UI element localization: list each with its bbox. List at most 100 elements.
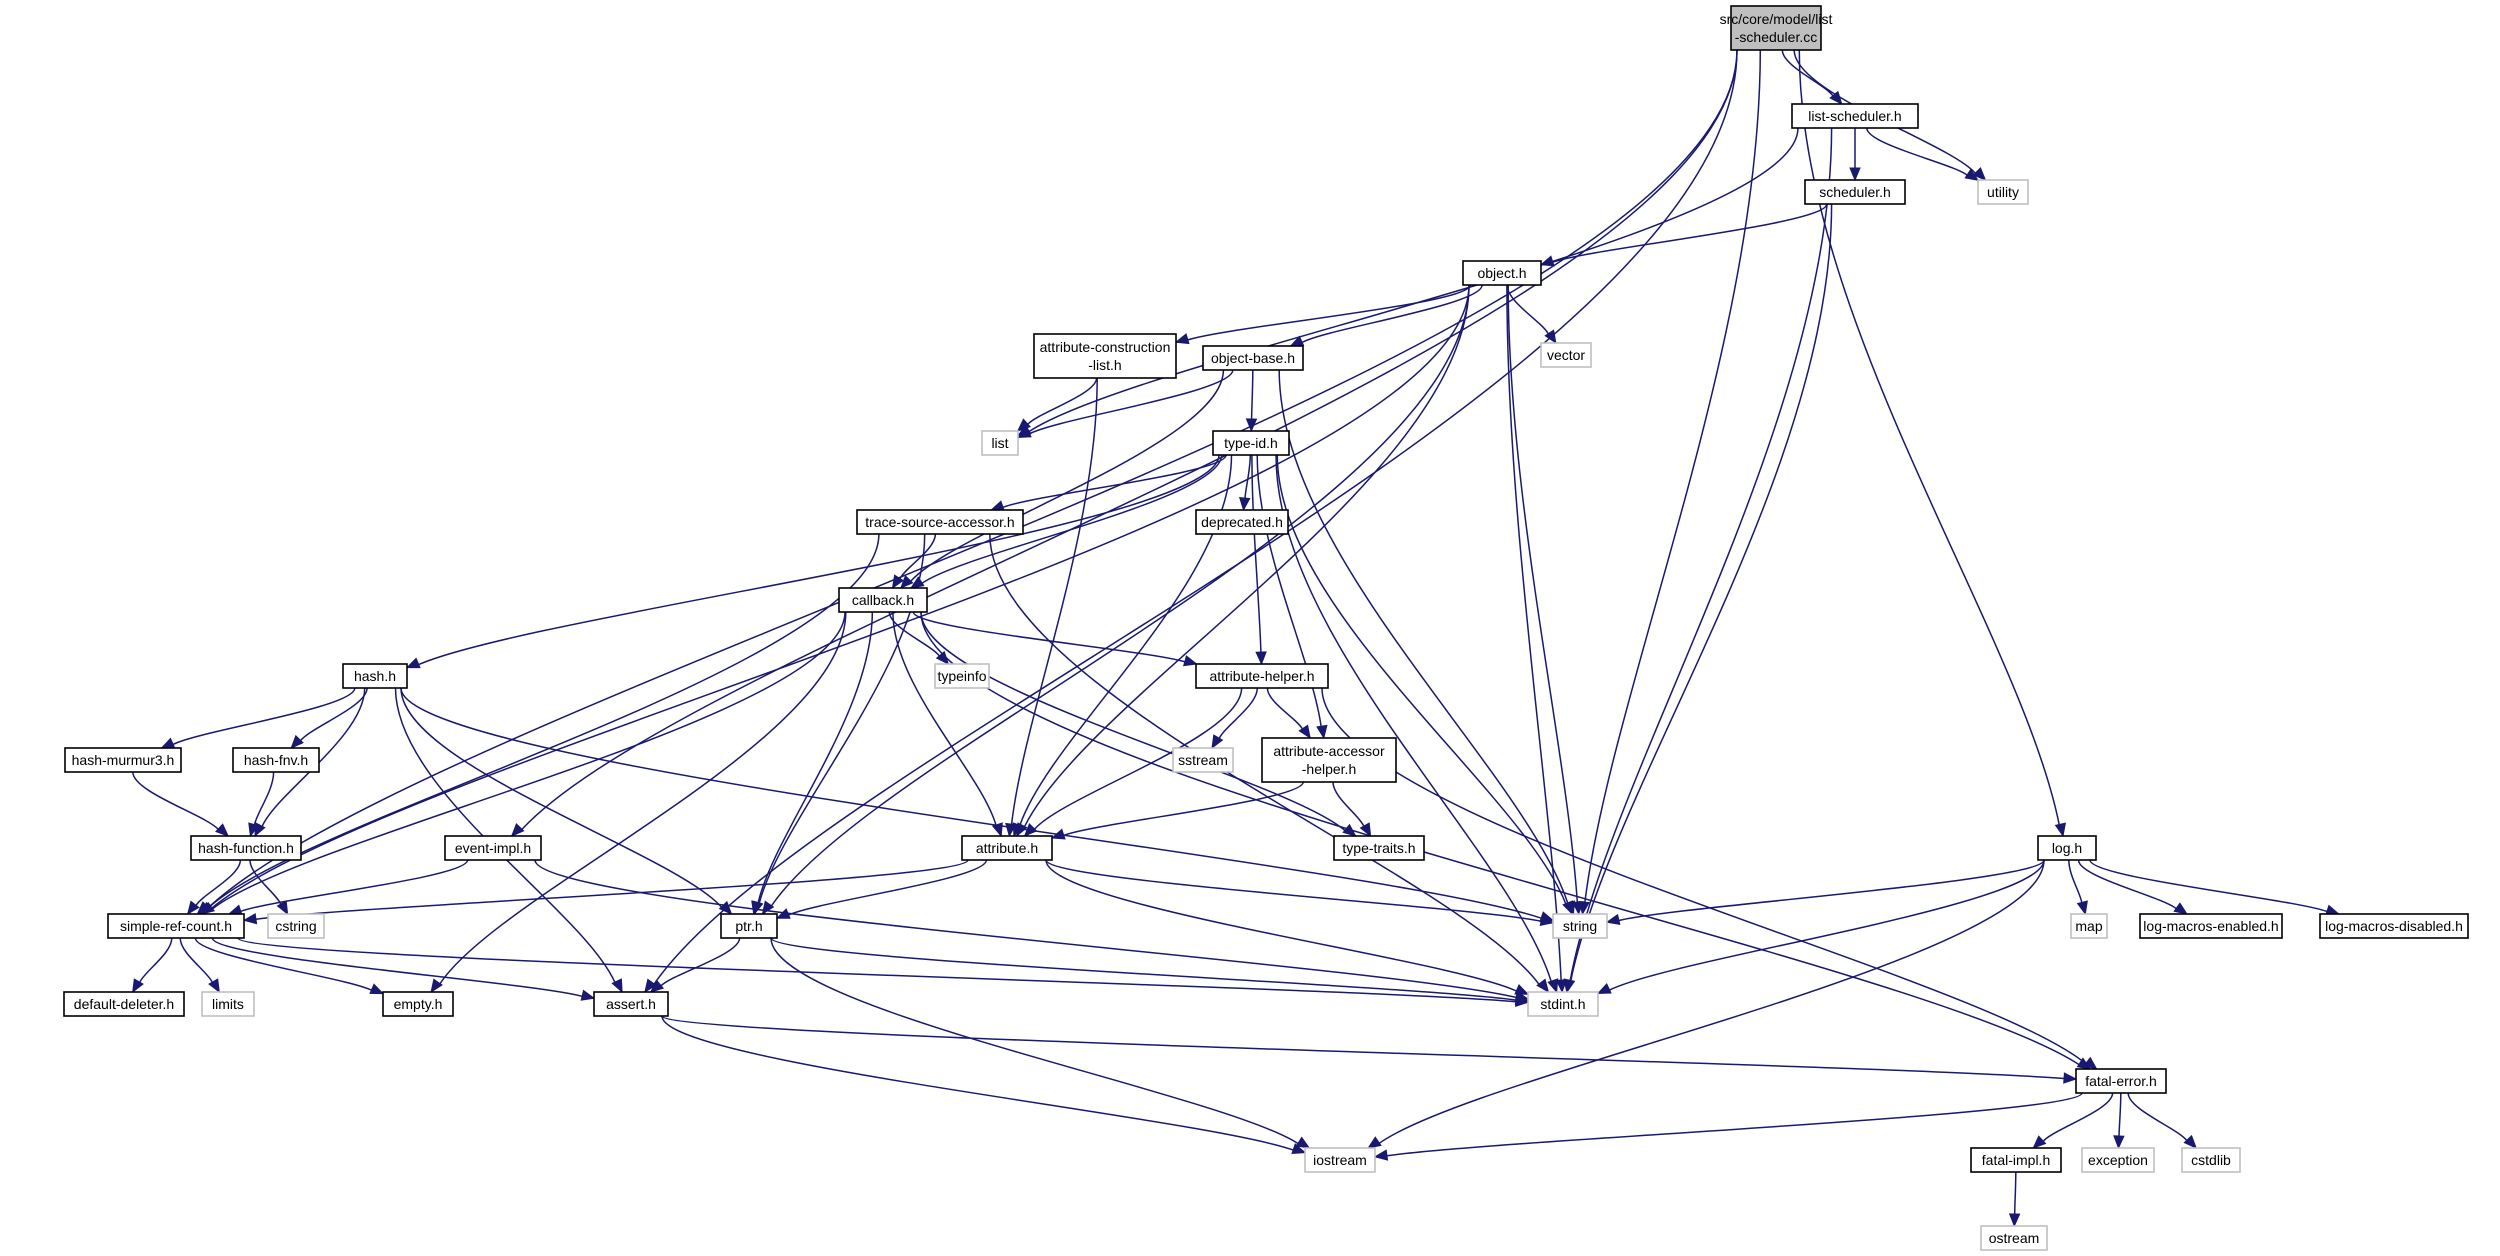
edge-arrowhead <box>1536 978 1550 994</box>
node-type-id-h[interactable]: type-id.h <box>1212 430 1290 456</box>
edge-line <box>1002 454 1227 508</box>
edge-hash-h-to-string <box>400 687 1555 923</box>
node-default-del-h[interactable]: default-deleter.h <box>63 991 185 1017</box>
node-box <box>2037 835 2097 861</box>
edge-arrowhead <box>1012 822 1024 838</box>
edge-arrowhead <box>1255 651 1267 666</box>
node-log-en-h[interactable]: log-macros-enabled.h <box>2139 913 2283 939</box>
node-attr-acc-h[interactable]: attribute-accessor-helper.h <box>1261 737 1397 783</box>
edge-arrowhead <box>1367 1136 1382 1149</box>
edge-arrowhead <box>510 823 525 837</box>
node-event-impl-h[interactable]: event-impl.h <box>444 835 542 861</box>
edge-attr-helper-h-to-sstream <box>1211 687 1259 750</box>
node-empty-h[interactable]: empty.h <box>382 991 454 1017</box>
edge-line <box>989 533 1540 985</box>
edge-line <box>1010 377 1098 825</box>
edge-line <box>1378 859 2045 1144</box>
edge-attr-constr-h-to-list <box>1016 377 1098 432</box>
edge-arrowhead <box>580 989 596 1001</box>
edge-arrowhead <box>2183 1134 2198 1149</box>
node-fatal-impl-h[interactable]: fatal-impl.h <box>1970 1147 2062 1173</box>
edge-arrowhead <box>1514 984 1530 995</box>
edge-line <box>758 533 926 904</box>
node-simple-ref-h[interactable]: simple-ref-count.h <box>107 913 245 939</box>
edge-hash-murmur-h-to-hash-func-h <box>132 771 230 837</box>
edge-type-id-h-to-attribute-h <box>1012 454 1233 838</box>
node-label: stdint.h <box>1540 996 1585 1012</box>
node-list-scheduler-h[interactable]: list-scheduler.h <box>1791 103 1919 129</box>
edge-arrowhead <box>405 657 421 669</box>
edge-log-h-to-iostream <box>1367 859 2045 1149</box>
edge-fatal-err-h-to-cstdlib <box>2127 1092 2198 1149</box>
edge-arrowhead <box>215 823 230 837</box>
node-label: assert.h <box>606 996 656 1012</box>
node-label: log.h <box>2052 840 2082 856</box>
edge-trace-src-h-to-callback-h <box>891 533 937 590</box>
node-box <box>838 587 928 613</box>
edge-line <box>249 859 282 905</box>
node-utility: utility <box>1977 179 2029 205</box>
node-label: fatal-error.h <box>2085 1073 2157 1089</box>
node-box <box>232 747 320 773</box>
edge-line <box>892 611 997 826</box>
node-callback-h[interactable]: callback.h <box>838 587 928 613</box>
node-trace-src-h[interactable]: trace-source-accessor.h <box>856 509 1024 535</box>
node-attribute-h[interactable]: attribute.h <box>961 835 1053 861</box>
node-label: attribute-helper.h <box>1209 668 1314 684</box>
node-log-h[interactable]: log.h <box>2037 835 2097 861</box>
node-hash-func-h[interactable]: hash-function.h <box>190 835 302 861</box>
edge-line <box>770 937 1517 1001</box>
edge-type-id-h-to-trace-src-h <box>989 454 1227 512</box>
edge-line <box>788 859 988 916</box>
edge-line <box>211 611 846 910</box>
edge-line <box>1187 284 1471 341</box>
edge-line <box>653 49 1738 985</box>
node-object-base-h[interactable]: object-base.h <box>1202 345 1304 371</box>
edge-attribute-h-to-simple-ref-h <box>242 859 969 925</box>
node-hash-h[interactable]: hash.h <box>342 663 408 689</box>
edge-line <box>2089 859 2328 913</box>
node-ptr-h[interactable]: ptr.h <box>720 913 778 939</box>
node-label: ptr.h <box>735 918 762 934</box>
node-log-dis-h[interactable]: log-macros-disabled.h <box>2319 913 2469 939</box>
edge-arrowhead <box>761 900 775 916</box>
edge-ptr-h-to-assert-h <box>649 937 741 993</box>
edge-arrowhead <box>2173 902 2188 915</box>
edge-line <box>418 454 1220 666</box>
edge-line <box>1552 203 1828 263</box>
node-box <box>1304 1147 1376 1173</box>
node-fatal-err-h[interactable]: fatal-error.h <box>2075 1068 2167 1094</box>
edge-arrowhead <box>2063 1072 2078 1084</box>
node-box <box>2075 1068 2167 1094</box>
node-box <box>64 747 182 773</box>
edge-line <box>139 937 173 983</box>
edge-root-to-event-impl-h <box>510 49 1738 837</box>
edge-line <box>921 454 1223 584</box>
node-typeinfo: typeinfo <box>934 663 990 689</box>
node-deprecated-h[interactable]: deprecated.h <box>1195 509 1289 535</box>
node-root[interactable]: src/core/model/list-scheduler.cc <box>1720 5 1833 51</box>
node-hash-fnv-h[interactable]: hash-fnv.h <box>232 747 320 773</box>
edge-line <box>1321 687 2087 1065</box>
edge-line <box>920 611 1346 832</box>
edge-line <box>2042 1092 2114 1142</box>
edge-ptr-h-to-iostream <box>770 937 1311 1149</box>
node-type-traits-h[interactable]: type-traits.h <box>1333 835 1425 861</box>
edge-arrowhead <box>1563 978 1576 994</box>
edge-list-scheduler-h-to-stdint-h <box>1563 127 1833 994</box>
edge-arrowhead <box>1539 255 1555 267</box>
node-label: iostream <box>1313 1152 1367 1168</box>
edge-line <box>253 771 275 825</box>
node-scheduler-h[interactable]: scheduler.h <box>1804 179 1906 205</box>
node-label: cstring <box>275 918 316 934</box>
node-object-h[interactable]: object.h <box>1462 260 1542 286</box>
edge-line <box>195 859 242 906</box>
node-assert-h[interactable]: assert.h <box>593 991 669 1017</box>
edge-list-scheduler-h-to-list <box>1016 127 1799 437</box>
node-box <box>267 913 325 939</box>
node-box <box>1195 663 1329 689</box>
node-hash-murmur-h[interactable]: hash-murmur3.h <box>64 747 182 773</box>
node-attr-constr-h[interactable]: attribute-construction-list.h <box>1033 333 1177 379</box>
edge-line <box>210 284 1470 910</box>
node-attr-helper-h[interactable]: attribute-helper.h <box>1195 663 1329 689</box>
